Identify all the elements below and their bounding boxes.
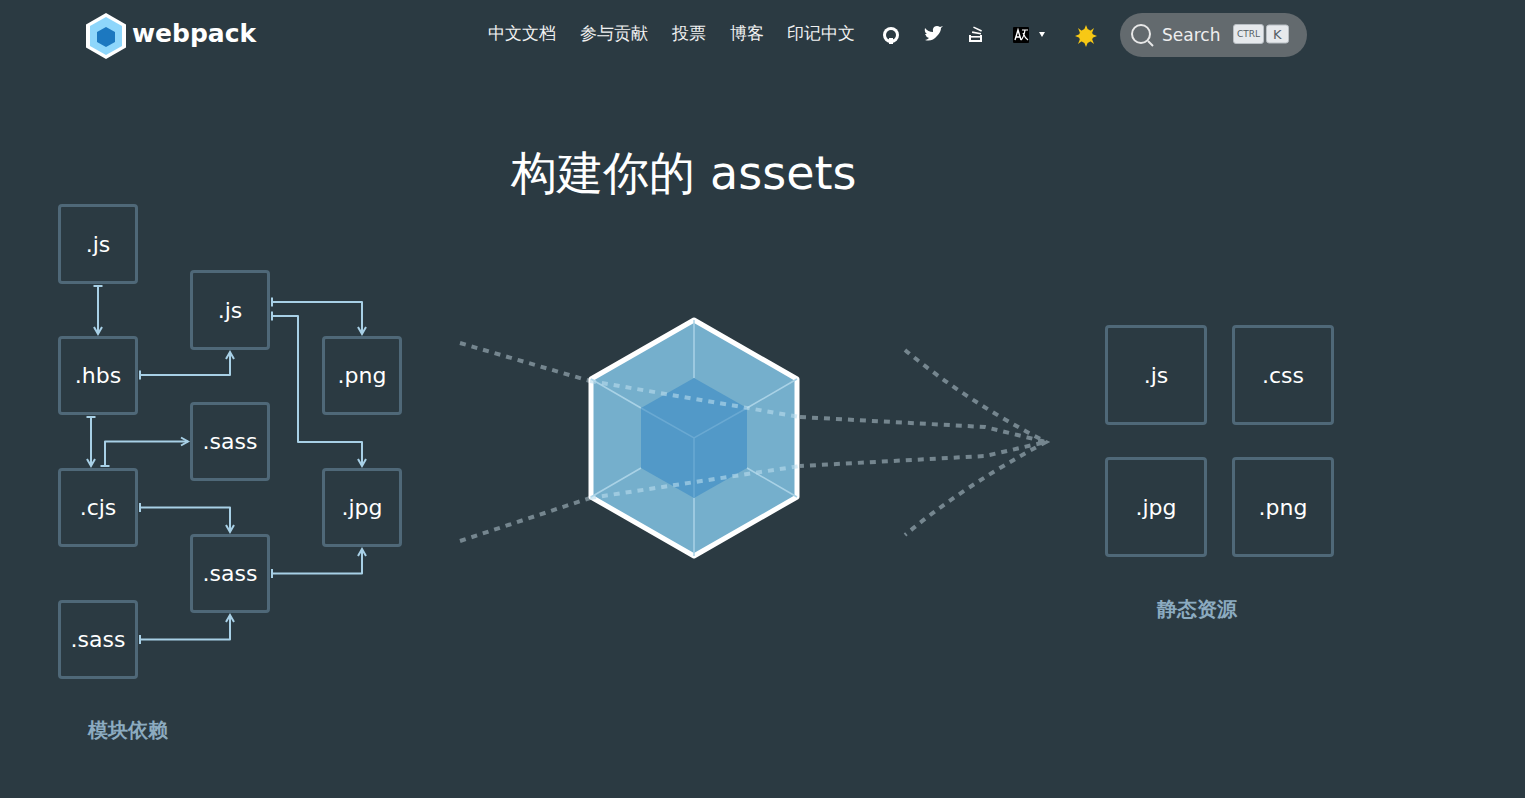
file-extension: .cjs: [80, 495, 117, 520]
dependency-arrow: [97, 286, 99, 334]
nav-link: 印记中文: [787, 22, 855, 45]
module-box: .jpg: [322, 468, 402, 547]
module-box: .png: [322, 336, 402, 415]
dependency-arrow: [272, 549, 362, 574]
nav-link: 投票: [672, 22, 706, 45]
dependency-arrow: [140, 508, 230, 533]
nav-link: 博客: [730, 22, 764, 45]
logo-text: webpack: [132, 19, 256, 48]
module-box: .js: [58, 204, 138, 284]
file-extension: .hbs: [75, 363, 121, 388]
nav-icons: [883, 25, 1097, 47]
file-extension: .sass: [71, 627, 126, 652]
file-extension: .sass: [203, 429, 258, 454]
file-extension: .js: [218, 298, 243, 323]
asset-box: .png: [1232, 457, 1334, 557]
file-extension: .png: [1259, 495, 1308, 520]
file-extension: .sass: [203, 561, 258, 586]
dependency-arrow: [105, 442, 188, 467]
webpack-cube: [590, 320, 800, 556]
file-extension: .jpg: [341, 495, 382, 520]
dependency-arrow: [272, 302, 362, 334]
key-hint: K: [1266, 25, 1289, 44]
file-extension: .css: [1262, 363, 1304, 388]
nav-link: 中文文档: [488, 22, 556, 45]
page-title: 构建你的 assets: [511, 143, 856, 205]
module-box: .sass: [190, 534, 270, 613]
file-extension: .js: [1144, 363, 1169, 388]
key-hint: CTRL: [1233, 24, 1264, 44]
asset-box: .css: [1232, 325, 1334, 425]
dependency-arrow: [90, 417, 92, 466]
search-bar: [1120, 13, 1307, 57]
module-box: .sass: [190, 402, 270, 481]
logo-icon: [86, 13, 126, 59]
module-box: .sass: [58, 600, 138, 679]
module-box: .cjs: [58, 468, 138, 547]
file-extension: .png: [338, 363, 387, 388]
file-extension: .js: [86, 232, 111, 257]
group-label: 模块依赖: [88, 717, 168, 744]
nav-link: 参与贡献: [580, 22, 648, 45]
dependency-arrow: [140, 352, 230, 375]
asset-box: .jpg: [1105, 457, 1207, 557]
file-extension: .jpg: [1135, 495, 1176, 520]
module-box: .js: [190, 270, 270, 350]
group-label: 静态资源: [1157, 596, 1237, 623]
dependency-arrow: [140, 615, 230, 640]
module-box: .hbs: [58, 336, 138, 415]
search-text: Search: [1162, 25, 1220, 45]
asset-box: .js: [1105, 325, 1207, 425]
search-icon: [1132, 25, 1153, 46]
